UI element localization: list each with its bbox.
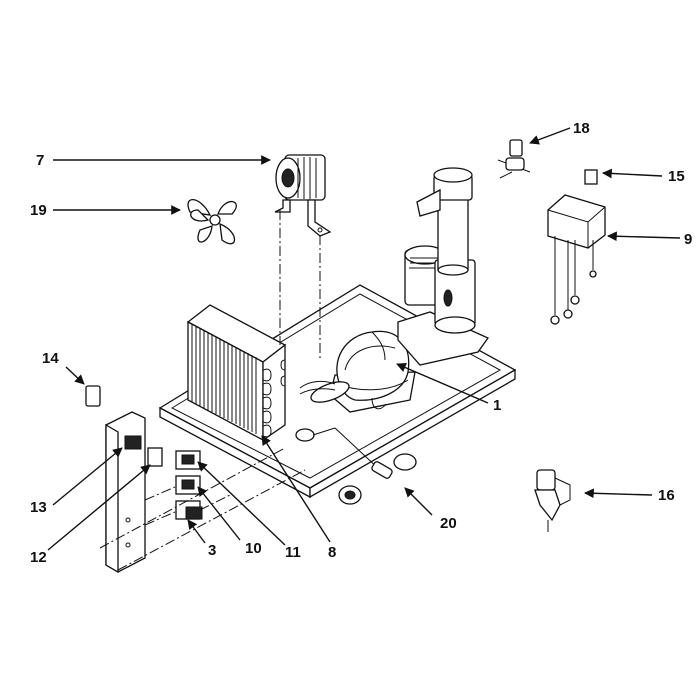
- callout-7: 7: [36, 152, 44, 169]
- callout-12: 12: [30, 549, 47, 566]
- callout-20: 20: [440, 515, 457, 532]
- control-box: [547, 169, 606, 325]
- fan-motor: [274, 154, 332, 237]
- callout-11: 11: [285, 544, 301, 561]
- valve-fitting: [497, 139, 531, 179]
- fan-blade: [187, 198, 237, 245]
- callout-labels: 7 19 14 13 12 3 10 11 8 1 20 18 15 9 16: [30, 120, 692, 566]
- drier-fittings: [295, 427, 417, 505]
- control-bracket: [105, 411, 163, 574]
- cap-part: [85, 385, 101, 407]
- callout-8: 8: [328, 544, 336, 561]
- callout-18: 18: [573, 120, 590, 137]
- callout-10: 10: [245, 540, 262, 557]
- leader-lines: [47, 127, 681, 551]
- callout-16: 16: [658, 487, 675, 504]
- callout-19: 19: [30, 202, 47, 219]
- assembly-lines: [99, 210, 321, 571]
- callout-9: 9: [684, 231, 692, 248]
- callout-14: 14: [42, 350, 59, 367]
- callout-15: 15: [668, 168, 685, 185]
- pump-assembly: [397, 167, 489, 366]
- relay-parts: [175, 450, 203, 520]
- callout-1: 1: [493, 397, 501, 414]
- callout-13: 13: [30, 499, 47, 516]
- compressor: [299, 330, 416, 413]
- callout-3: 3: [208, 542, 216, 559]
- condenser-coil: [186, 304, 287, 442]
- water-valve: [534, 469, 571, 532]
